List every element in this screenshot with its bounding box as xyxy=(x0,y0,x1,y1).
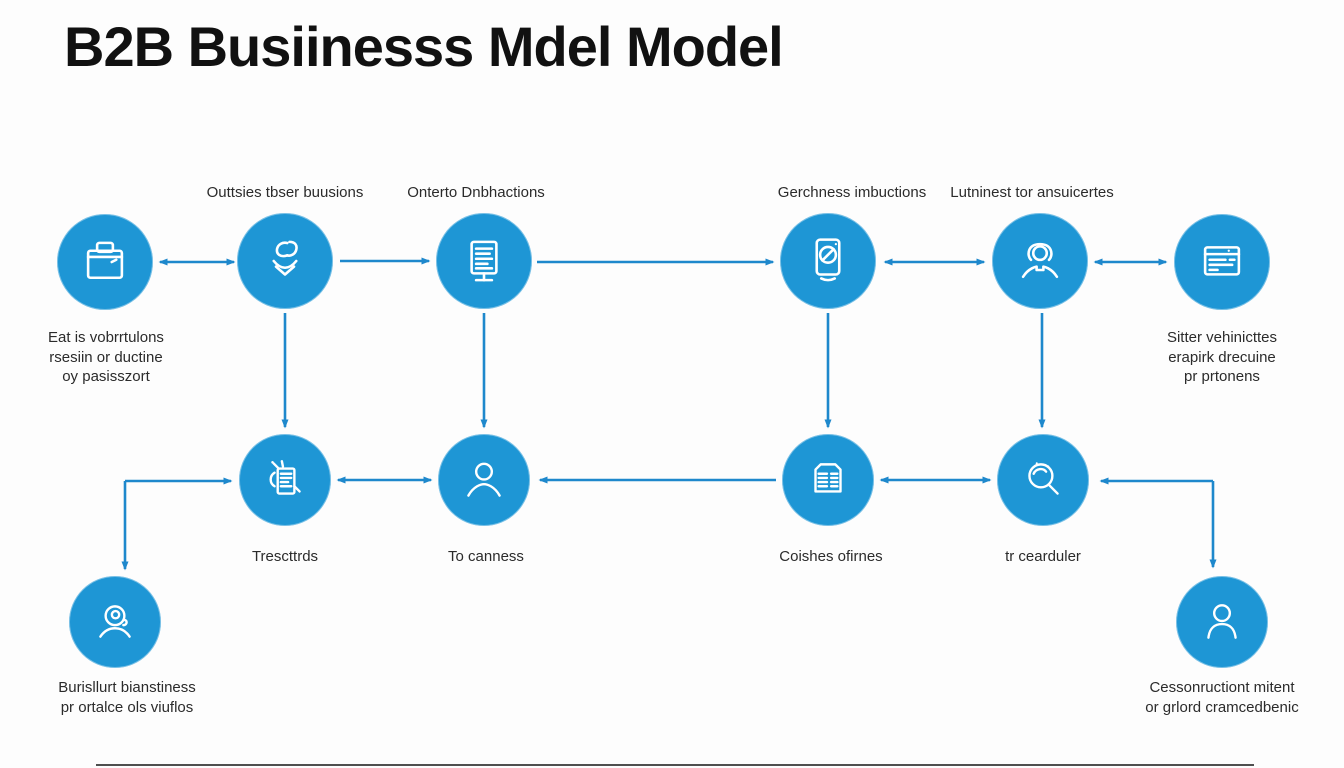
label-invoice: Coishes ofirnes xyxy=(779,548,883,565)
caption-headset-user: Burisllurt bianstiness pr ortalce ols vi… xyxy=(58,679,196,716)
page-title: B2B Busiinesss Mdel Model xyxy=(64,15,784,78)
handshake-icon xyxy=(272,240,298,276)
caption-briefcase: Eat is vobrrtulons rsesiin or ductine oy… xyxy=(48,329,164,385)
briefcase-icon xyxy=(86,241,124,280)
node-presentation xyxy=(436,213,532,309)
node-headset-user xyxy=(69,576,161,668)
node-person xyxy=(1176,576,1268,668)
label-clipboard: Trescttrds xyxy=(251,548,319,565)
label-user: To canness xyxy=(448,548,524,565)
node-handshake xyxy=(237,213,333,309)
heading-handshake: Outtsies tbser buusions xyxy=(206,184,364,201)
user-icon xyxy=(467,462,501,497)
node-browser-card xyxy=(1174,214,1270,310)
node-briefcase xyxy=(57,214,153,310)
magnifier-icon xyxy=(1028,462,1059,495)
label-magnifier: tr cearduler xyxy=(1005,548,1081,565)
node-invoice-list xyxy=(782,434,874,526)
invoice-list-icon xyxy=(814,463,842,493)
headset-user-icon xyxy=(99,605,131,638)
person-icon xyxy=(1207,604,1237,639)
woman-user-icon xyxy=(1021,242,1059,279)
clipboard-report-icon xyxy=(269,460,301,495)
tablet-icon xyxy=(815,238,841,282)
node-tablet xyxy=(780,213,876,309)
heading-presentation: Onterto Dnbhactions xyxy=(407,184,545,201)
node-woman-user xyxy=(992,213,1088,309)
node-clipboard-report xyxy=(239,434,331,526)
node-magnifier xyxy=(997,434,1089,526)
node-user xyxy=(438,434,530,526)
caption-person: Cessonructiont mitent or grlord cramcedb… xyxy=(1145,679,1299,716)
presentation-icon xyxy=(470,240,498,282)
browser-card-icon xyxy=(1203,246,1241,276)
heading-woman-user: Lutninest tor ansuicertes xyxy=(950,184,1114,201)
heading-tablet: Gerchness imbuctions xyxy=(777,184,927,201)
caption-browser-card: Sitter vehinicttes erapirk drecuine pr p… xyxy=(1166,329,1278,385)
bottom-edge-line xyxy=(96,764,1254,766)
